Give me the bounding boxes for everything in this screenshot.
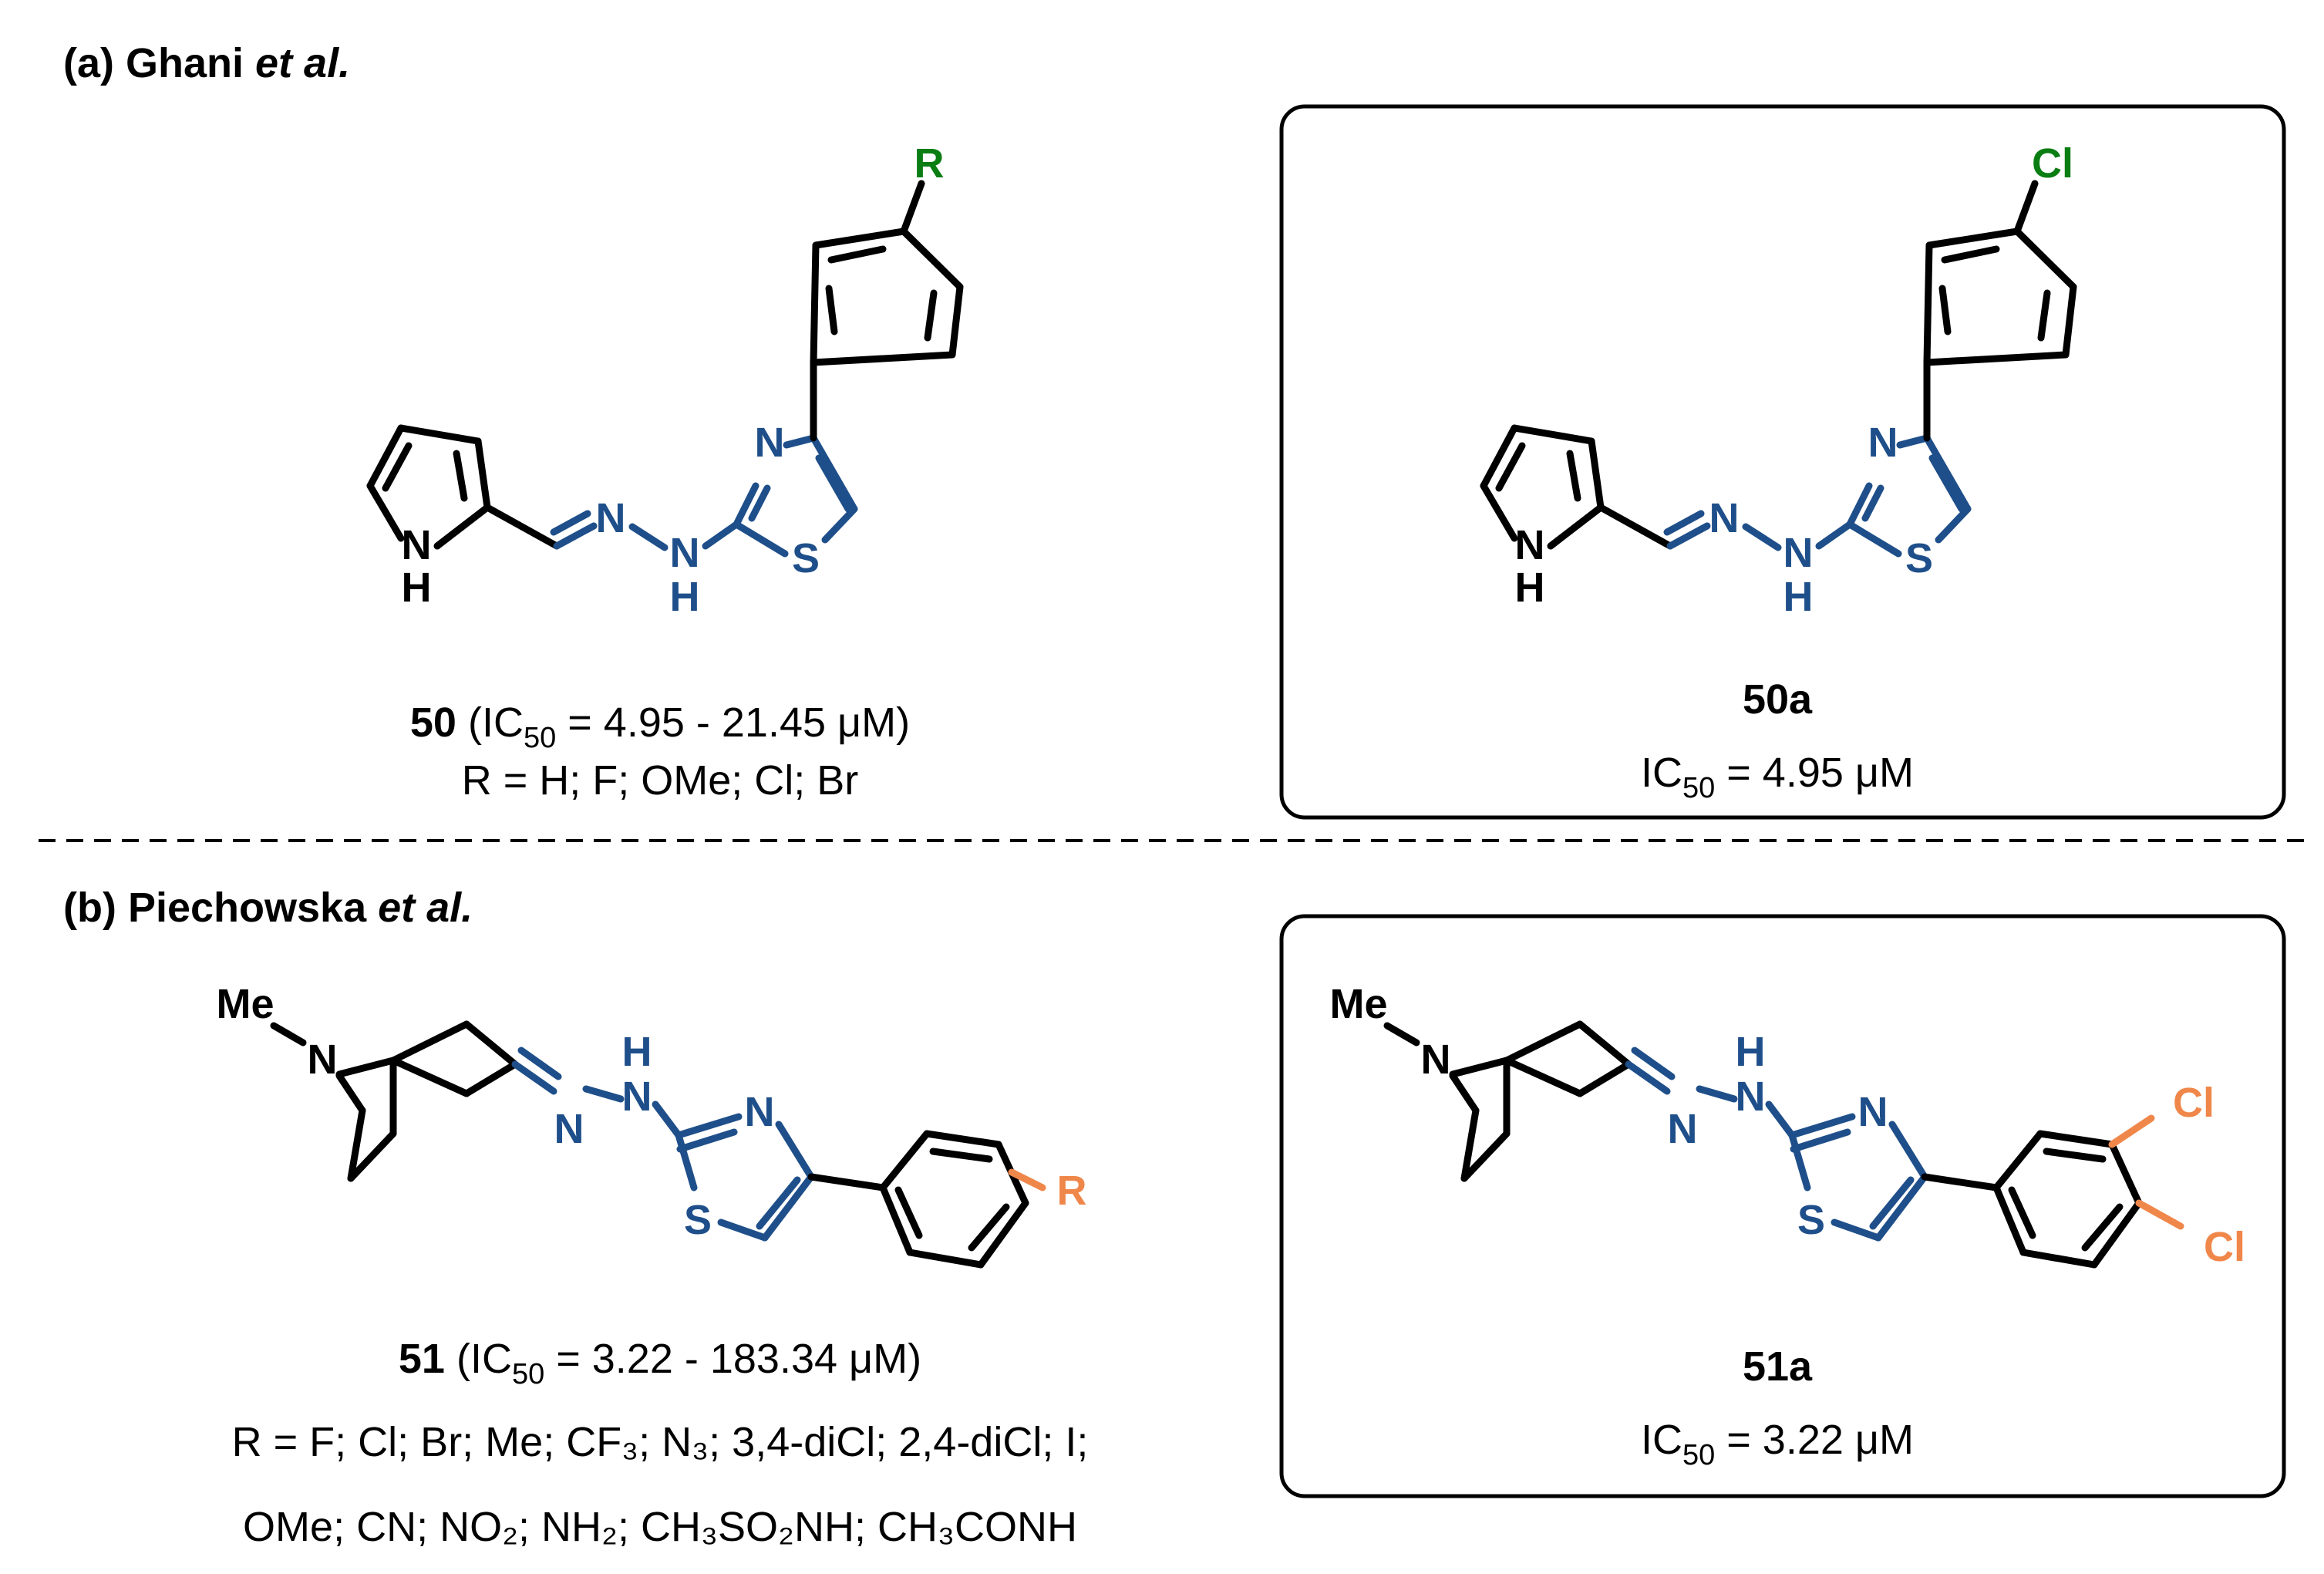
chloro-para-label: Cl <box>2204 1224 2245 1270</box>
thiazole-s-label: S <box>1797 1197 1825 1243</box>
hydrazone-n1-label: N <box>1709 495 1740 541</box>
compound-51a-atom-labels: Me N H N N N S Cl Cl <box>1329 981 2245 1270</box>
compound-51a-ic50: IC50 = 3.22 μM <box>1641 1417 1914 1471</box>
thiazole-s-label: S <box>1905 535 1933 581</box>
section-b-label: (b) Piechowska et al. <box>63 885 473 931</box>
methyl-label: Me <box>216 981 274 1027</box>
bridge-n-label: N <box>1421 1036 1451 1083</box>
thiazole-n-label: N <box>1868 420 1898 466</box>
chloro-substituent-label: Cl <box>2032 140 2073 187</box>
hydrazone-n-label: N <box>554 1106 584 1152</box>
bridge-n-label: N <box>308 1036 338 1083</box>
hydrazone-nh-label: N <box>622 1073 652 1120</box>
compound-50-caption: 50 (IC50 = 4.95 - 21.45 μM) <box>410 699 910 754</box>
compound-51-r-list-line2: OMe; CN; NO₂; NH₂; CH₃SO₂NH; CH₃CONH <box>243 1504 1077 1550</box>
compound-50-r-list: R = H; F; OMe; Cl; Br <box>462 757 859 804</box>
hydrazone-nh-label: N <box>1736 1073 1766 1120</box>
compound-50-structure <box>370 184 960 554</box>
pyrrole-n-label: N <box>1515 522 1545 568</box>
hydrazone-n-label: N <box>1668 1106 1698 1152</box>
hydrazone-h-label: H <box>670 574 700 620</box>
pyrrole-h-label: H <box>402 565 432 611</box>
methyl-label: Me <box>1329 981 1387 1027</box>
pyrrole-h-label: H <box>1515 565 1545 611</box>
hydrazone-n1-label: N <box>596 495 626 541</box>
compound-51-structure <box>274 1024 1046 1265</box>
compound-51-caption: 51 (IC50 = 3.22 - 183.34 μM) <box>399 1336 921 1390</box>
pyrrole-n-label: N <box>402 522 432 568</box>
compound-50a-name: 50a <box>1743 676 1813 723</box>
hydrazone-n2-label: N <box>1783 530 1814 576</box>
compound-50a-box <box>1279 104 2286 820</box>
compound-51-atom-labels: Me N H N N N S R <box>216 981 1086 1243</box>
compound-50a-ic50: IC50 = 4.95 μM <box>1641 750 1914 804</box>
r-substituent-label: R <box>1057 1168 1087 1214</box>
hydrazone-h-label: H <box>1783 574 1814 620</box>
thiazole-n-label: N <box>745 1089 775 1135</box>
thiazole-s-label: S <box>792 535 820 581</box>
hydrazone-h-label: H <box>622 1029 652 1075</box>
thiazole-s-label: S <box>684 1197 712 1243</box>
hydrazone-h-label: H <box>1736 1029 1766 1075</box>
thiazole-n-label: N <box>1858 1089 1888 1135</box>
compound-51a-structure <box>1387 1024 2184 1265</box>
compound-50-atom-labels: R N H N N H N S <box>402 140 945 620</box>
compound-51-r-list-line1: R = F; Cl; Br; Me; CF₃; N₃; 3,4-diCl; 2,… <box>232 1419 1089 1465</box>
r-substituent-label: R <box>914 140 945 187</box>
compound-50a-structure <box>1484 184 2073 554</box>
chloro-meta-label: Cl <box>2173 1080 2215 1126</box>
compound-50a-atom-labels: Cl N H N N H N S <box>1515 140 2074 620</box>
compound-51a-box <box>1279 914 2286 1498</box>
hydrazone-n2-label: N <box>670 530 700 576</box>
compound-51a-name: 51a <box>1743 1343 1813 1390</box>
thiazole-n-label: N <box>755 420 785 466</box>
section-a-label: (a) Ghani et al. <box>63 40 350 86</box>
